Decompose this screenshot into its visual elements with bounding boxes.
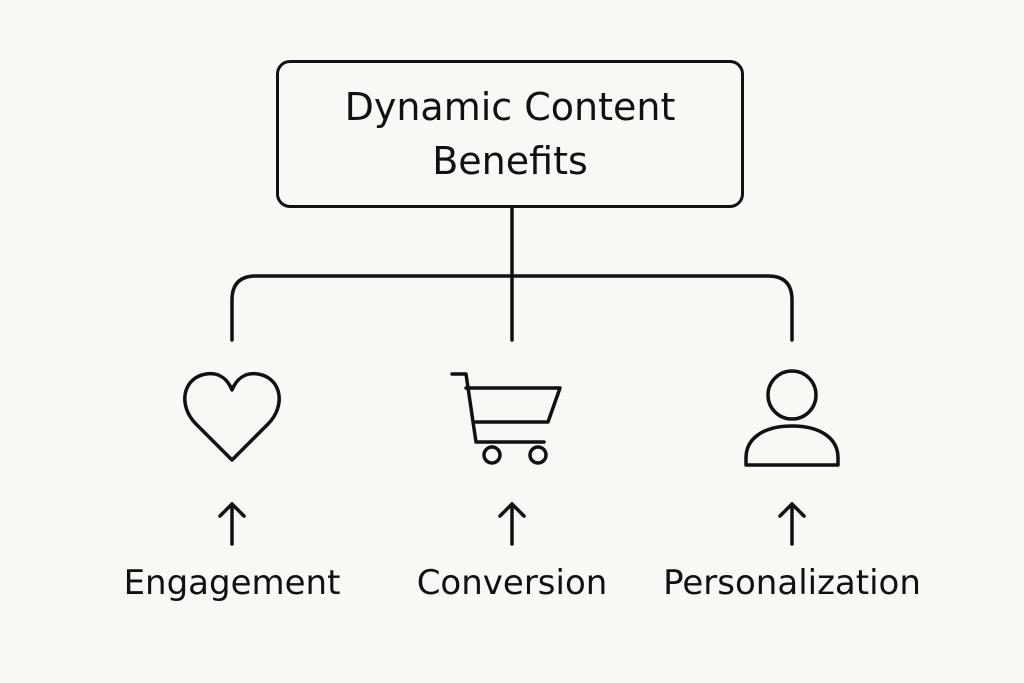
benefit-label-personalization: Personalization: [663, 563, 921, 603]
benefit-label-engagement: Engagement: [123, 563, 341, 603]
up-arrow-icon: [498, 502, 526, 546]
branch-connector-line: [230, 274, 794, 342]
user-icon: [744, 369, 840, 467]
shopping-cart-icon: [450, 372, 562, 465]
up-arrow-icon: [778, 502, 806, 546]
up-arrow-icon: [218, 502, 246, 546]
benefit-label-conversion: Conversion: [416, 563, 608, 603]
heart-icon: [183, 371, 281, 462]
diagram-title: Dynamic Content Benefits: [344, 85, 676, 183]
root-node: Dynamic Content Benefits: [276, 60, 744, 208]
